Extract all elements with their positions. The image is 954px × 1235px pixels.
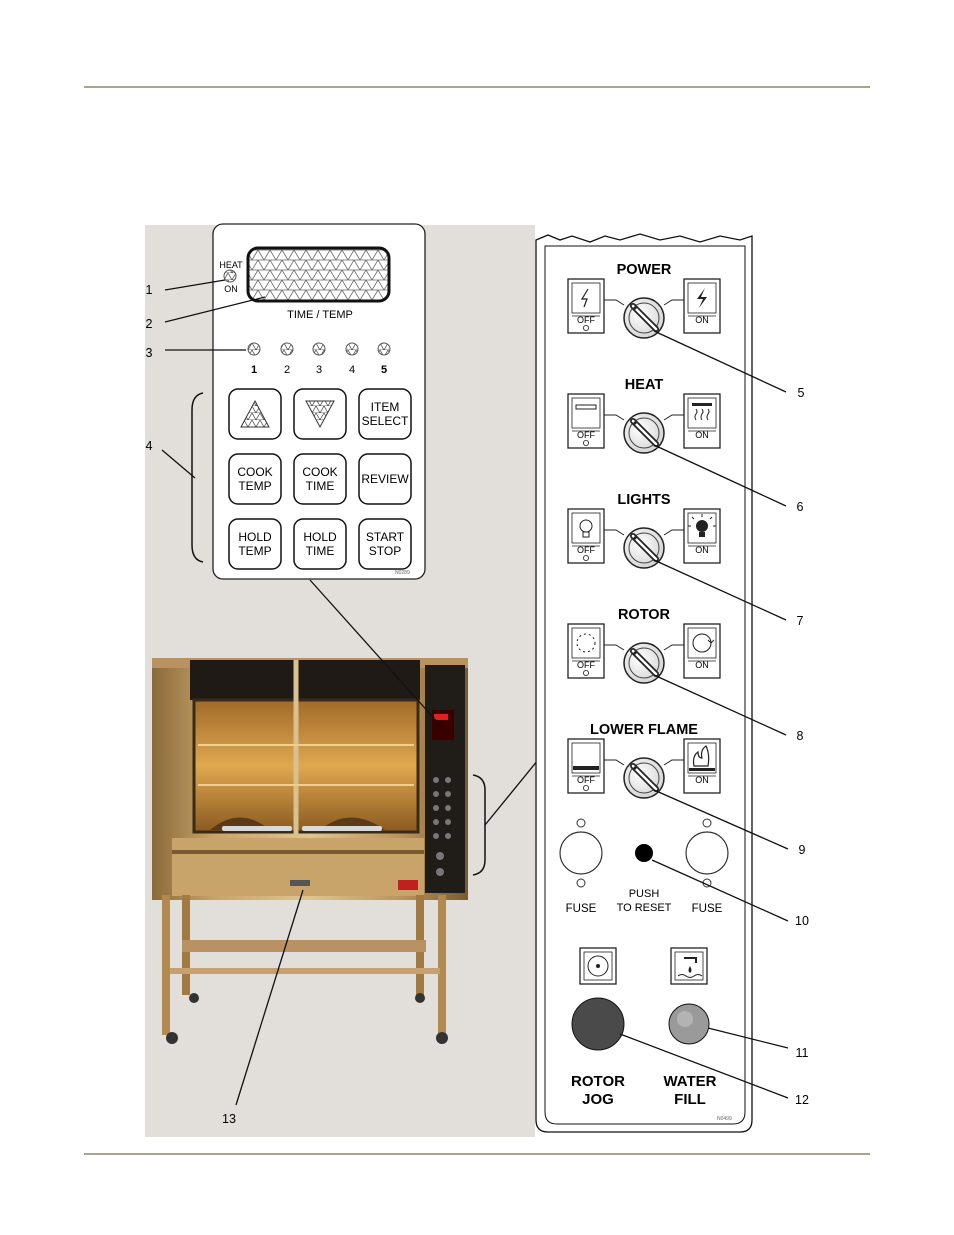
button-label-line2: SELECT bbox=[362, 414, 409, 428]
program-indicator-4 bbox=[346, 343, 358, 355]
program-indicator-label: 5 bbox=[381, 364, 387, 376]
time-temp-display bbox=[248, 248, 389, 301]
callout-label: 1 bbox=[146, 283, 153, 297]
lower-flame-switch-group: LOWER FLAME OFF ON bbox=[568, 722, 720, 798]
water-fill-label-1: WATER bbox=[663, 1073, 716, 1090]
water-fill-icon bbox=[671, 948, 707, 984]
switch-on-label: ON bbox=[695, 430, 709, 440]
button-label-line1: COOK bbox=[302, 465, 337, 479]
button-label: REVIEW bbox=[361, 472, 409, 486]
callout-label: 5 bbox=[798, 386, 805, 400]
switch-off-label: OFF bbox=[577, 775, 595, 785]
button-label-line1: HOLD bbox=[303, 530, 337, 544]
switch-title: LOWER FLAME bbox=[590, 722, 698, 738]
callout-label: 7 bbox=[797, 614, 804, 628]
program-indicator-label: 2 bbox=[284, 364, 290, 376]
switch-off-label: OFF bbox=[577, 660, 595, 670]
button-label-line2: TIME bbox=[306, 479, 335, 493]
switch-off-label: OFF bbox=[577, 545, 595, 555]
rotor-jog-button[interactable] bbox=[572, 998, 624, 1050]
switch-on-label: ON bbox=[695, 545, 709, 555]
callout-label: 10 bbox=[795, 914, 809, 928]
callout-label: 6 bbox=[797, 500, 804, 514]
callout-label: 11 bbox=[796, 1046, 809, 1060]
water-fill-label-2: FILL bbox=[674, 1091, 706, 1108]
switch-on-label: ON bbox=[695, 660, 709, 670]
program-indicator-5 bbox=[378, 343, 390, 355]
switch-title: ROTOR bbox=[618, 607, 671, 623]
review-button[interactable]: REVIEW bbox=[359, 454, 411, 504]
switch-title: POWER bbox=[617, 262, 672, 278]
up-arrow-button[interactable] bbox=[229, 389, 281, 439]
rotor-jog-label-2: JOG bbox=[582, 1091, 614, 1108]
fuse-left[interactable] bbox=[560, 832, 602, 874]
fuse-right[interactable] bbox=[686, 832, 728, 874]
panel-code: N0499 bbox=[717, 1116, 732, 1122]
callout-label: 4 bbox=[146, 439, 153, 453]
switch-title: LIGHTS bbox=[617, 492, 670, 508]
program-indicator-3 bbox=[313, 343, 325, 355]
power-switch-knob[interactable] bbox=[624, 298, 664, 338]
heat-on-indicator bbox=[224, 270, 236, 282]
button-label-line1: ITEM bbox=[371, 400, 400, 414]
callout-label: 3 bbox=[146, 346, 153, 360]
reset-label-2: TO RESET bbox=[617, 902, 672, 914]
reset-button[interactable] bbox=[635, 844, 653, 862]
rotor-jog-icon bbox=[580, 948, 616, 984]
fuse-right-label: FUSE bbox=[692, 903, 723, 915]
switch-off-label: OFF bbox=[577, 430, 595, 440]
program-indicator-label: 4 bbox=[349, 364, 355, 376]
fuse-left-indicator-bottom bbox=[577, 879, 585, 887]
switch-title: HEAT bbox=[625, 377, 664, 393]
program-indicator-1 bbox=[248, 343, 260, 355]
switch-on-label: ON bbox=[695, 775, 709, 785]
callout-label: 9 bbox=[799, 843, 806, 857]
button-label-line2: TIME bbox=[306, 544, 335, 558]
display-label: TIME / TEMP bbox=[287, 309, 353, 321]
switch-on-label: ON bbox=[695, 315, 709, 325]
fuse-left-label: FUSE bbox=[566, 903, 597, 915]
button-label-line1: START bbox=[366, 530, 405, 544]
heat-label: HEAT bbox=[219, 260, 243, 270]
callout-label: 12 bbox=[795, 1093, 809, 1107]
fuse-left-indicator-top bbox=[577, 819, 585, 827]
reset-label-1: PUSH bbox=[629, 888, 660, 900]
keypad-code: N0289 bbox=[395, 570, 410, 576]
switch-off-label: OFF bbox=[577, 315, 595, 325]
down-arrow-button[interactable] bbox=[294, 389, 346, 439]
program-indicator-2 bbox=[281, 343, 293, 355]
callout-label: 2 bbox=[146, 317, 153, 331]
callout-label: 13 bbox=[222, 1112, 236, 1126]
callout-label: 8 bbox=[797, 729, 804, 743]
button-label-line2: TEMP bbox=[238, 544, 271, 558]
button-label-line2: TEMP bbox=[238, 479, 271, 493]
control-panel: POWER OFF ON HEAT OFF ON LIGHTS OFF ON ROTOR OFF ON… bbox=[536, 234, 752, 1132]
rotor-jog-label-1: ROTOR bbox=[571, 1073, 625, 1090]
on-label: ON bbox=[224, 284, 238, 294]
button-label-line1: HOLD bbox=[238, 530, 272, 544]
program-indicator-label: 3 bbox=[316, 364, 322, 376]
program-indicator-label: 1 bbox=[251, 364, 257, 376]
button-label-line2: STOP bbox=[369, 544, 401, 558]
button-label-line1: COOK bbox=[237, 465, 272, 479]
fuse-right-indicator-top bbox=[703, 819, 711, 827]
